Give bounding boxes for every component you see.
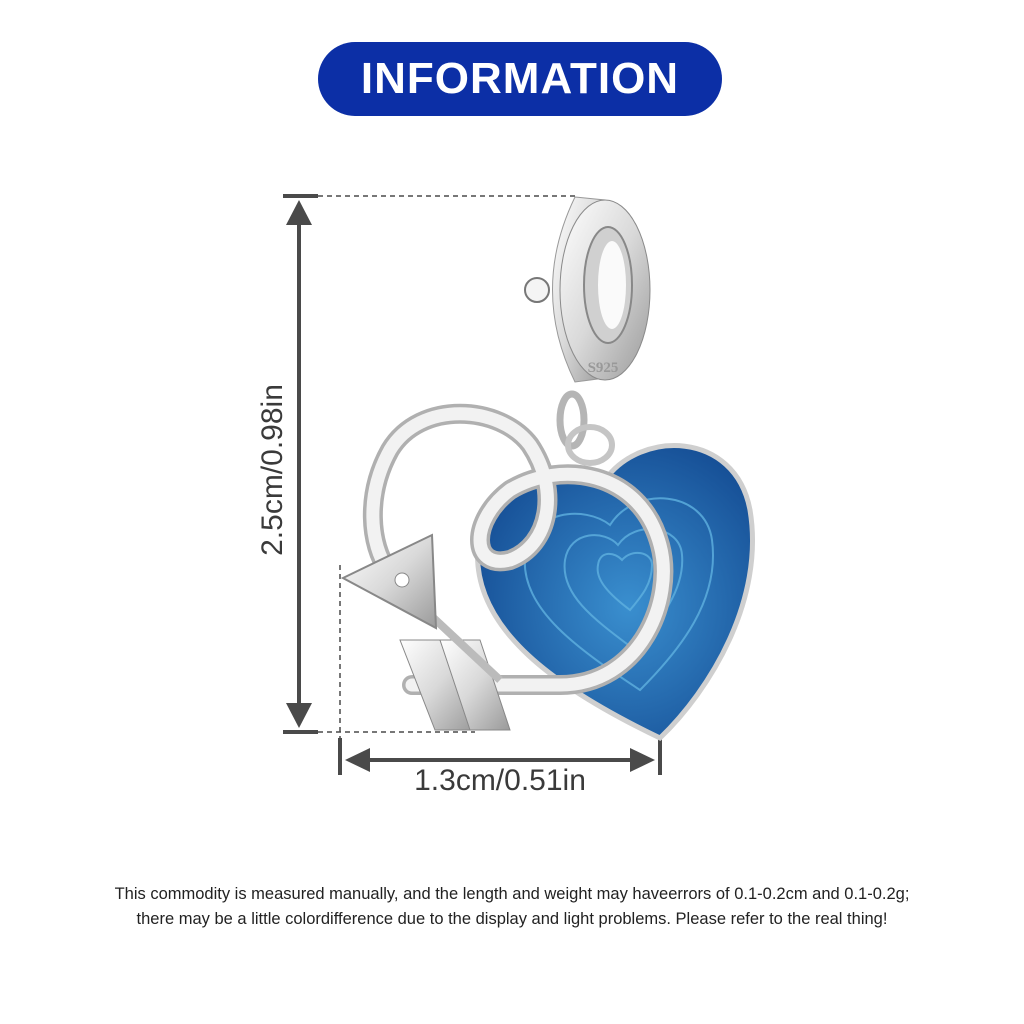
height-dimension — [283, 194, 575, 734]
disclaimer-line-2: there may be a little colordifference du… — [136, 910, 888, 928]
height-label: 2.5cm/0.98in — [256, 384, 289, 556]
gem-icon — [524, 277, 550, 303]
banner-title: INFORMATION — [360, 54, 680, 103]
information-banner: INFORMATION — [318, 42, 722, 116]
bail-ring: S925 — [524, 196, 651, 383]
width-label: 1.3cm/0.51in — [414, 764, 586, 797]
arrow-charm — [340, 533, 511, 731]
disclaimer-line-1: This commodity is measured manually, and… — [114, 885, 910, 903]
stamp-text: S925 — [588, 360, 619, 376]
